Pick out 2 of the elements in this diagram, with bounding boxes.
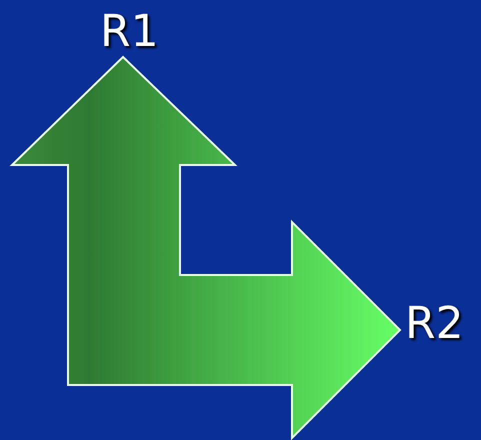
axis-label: R2 [405,302,464,346]
axis-label: R1 [100,10,159,54]
